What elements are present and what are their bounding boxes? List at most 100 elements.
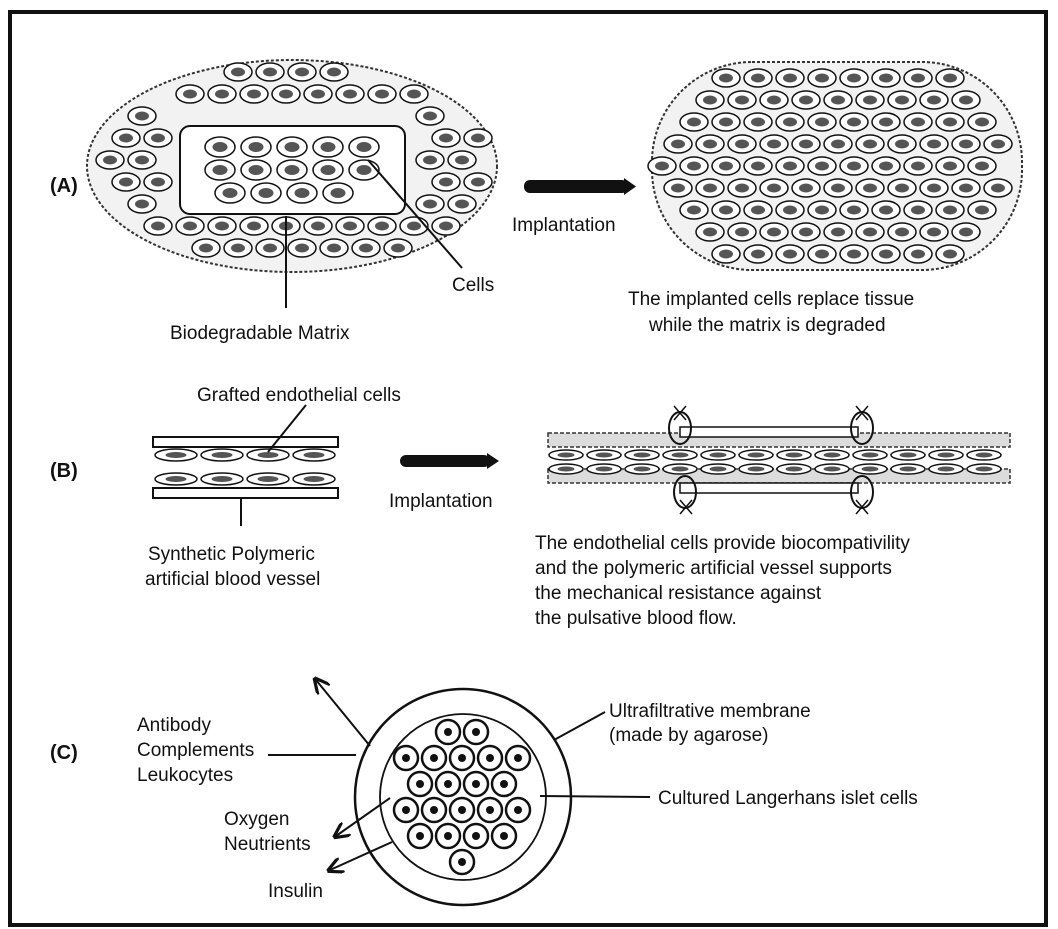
implantation-arrow-b [400, 455, 490, 467]
endothelial-cell [815, 464, 849, 474]
tissue-cell [368, 217, 396, 235]
tissue-cell [128, 107, 156, 125]
endothelial-cell [201, 449, 243, 461]
result-b-line3: the mechanical resistance against [535, 582, 821, 605]
nutrient-label-line2: Neutrients [224, 833, 311, 856]
endothelial-cell [891, 464, 925, 474]
tissue-cell [288, 63, 316, 81]
regenerated-cell [936, 113, 964, 131]
islet-cell [464, 772, 488, 796]
tissue-cell [304, 85, 332, 103]
regenerated-cell [888, 91, 916, 109]
seeded-cell [313, 137, 343, 157]
islet-cell [408, 772, 432, 796]
regenerated-cell [968, 113, 996, 131]
tissue-cell [208, 217, 236, 235]
regenerated-cell [824, 135, 852, 153]
regenerated-cell [840, 113, 868, 131]
tissue-cell [384, 239, 412, 257]
result-a-line2: while the matrix is degraded [649, 314, 886, 337]
regenerated-cell [696, 223, 724, 241]
tissue-cell [256, 63, 284, 81]
regenerated-cell [712, 201, 740, 219]
regenerated-cell [696, 91, 724, 109]
regenerated-cell [744, 157, 772, 175]
regenerated-cell [792, 179, 820, 197]
endothelial-cell [663, 464, 697, 474]
tissue-cell [192, 239, 220, 257]
regenerated-cell [664, 135, 692, 153]
tissue-cell [336, 217, 364, 235]
tissue-cell [416, 151, 444, 169]
endothelial-cell [967, 450, 1001, 460]
regenerated-cell [888, 179, 916, 197]
regenerated-cell [920, 179, 948, 197]
islet-cell [408, 824, 432, 848]
regenerated-cell [952, 179, 980, 197]
tissue-cell [128, 151, 156, 169]
blocked-label-line2: Complements [137, 739, 254, 762]
regenerated-cell [792, 91, 820, 109]
endothelial-cell [701, 450, 735, 460]
blocked-label-line3: Leukocytes [137, 764, 233, 787]
regenerated-cell [680, 201, 708, 219]
tissue-cell [112, 129, 140, 147]
islet-cell [506, 746, 530, 770]
tissue-cell [224, 239, 252, 257]
regenerated-cell [840, 245, 868, 263]
regenerated-cell [936, 69, 964, 87]
tissue-cell [304, 217, 332, 235]
endothelial-cell [777, 450, 811, 460]
regenerated-cell [904, 69, 932, 87]
seeded-cell [323, 183, 353, 203]
seeded-cell [251, 183, 281, 203]
regenerated-cell [728, 179, 756, 197]
tissue-cluster-right [648, 62, 1022, 270]
regenerated-cell [744, 113, 772, 131]
implantation-arrowhead-b [487, 453, 499, 469]
regenerated-cell [904, 245, 932, 263]
islet-cell [464, 720, 488, 744]
endothelial-cell [549, 450, 583, 460]
regenerated-cell [920, 91, 948, 109]
islet-label: Cultured Langerhans islet cells [658, 787, 918, 810]
tissue-cell [336, 85, 364, 103]
regenerated-cell [808, 69, 836, 87]
tissue-cell [432, 129, 460, 147]
regenerated-cell [856, 223, 884, 241]
regenerated-cell [728, 135, 756, 153]
seeded-cell [349, 137, 379, 157]
islet-cell [492, 824, 516, 848]
endothelial-cell [853, 450, 887, 460]
regenerated-cell [856, 135, 884, 153]
tissue-cell [416, 107, 444, 125]
regenerated-cell [856, 179, 884, 197]
regenerated-cell [824, 179, 852, 197]
regenerated-cell [952, 135, 980, 153]
endothelial-cell [929, 450, 963, 460]
endothelial-cell [625, 464, 659, 474]
tissue-cell [144, 173, 172, 191]
endothelial-cell [929, 464, 963, 474]
tissue-cell [240, 217, 268, 235]
regenerated-cell [696, 135, 724, 153]
regenerated-cell [760, 179, 788, 197]
islet-cell [450, 746, 474, 770]
nutrient-label-line1: Oxygen [224, 808, 289, 831]
regenerated-cell [776, 157, 804, 175]
regenerated-cell [984, 135, 1012, 153]
result-b-line1: The endothelial cells provide biocompati… [535, 532, 910, 555]
regenerated-cell [776, 113, 804, 131]
regenerated-cell [712, 157, 740, 175]
islet-cell [492, 772, 516, 796]
islet-cell [422, 746, 446, 770]
regenerated-cell [792, 223, 820, 241]
seeded-cell [215, 183, 245, 203]
regenerated-cell [808, 113, 836, 131]
seeded-cell [313, 160, 343, 180]
regenerated-cell [728, 223, 756, 241]
endothelial-cell [739, 450, 773, 460]
panel-a-tag: (A) [50, 175, 78, 198]
endothelial-cell [587, 464, 621, 474]
endothelial-cell [967, 464, 1001, 474]
